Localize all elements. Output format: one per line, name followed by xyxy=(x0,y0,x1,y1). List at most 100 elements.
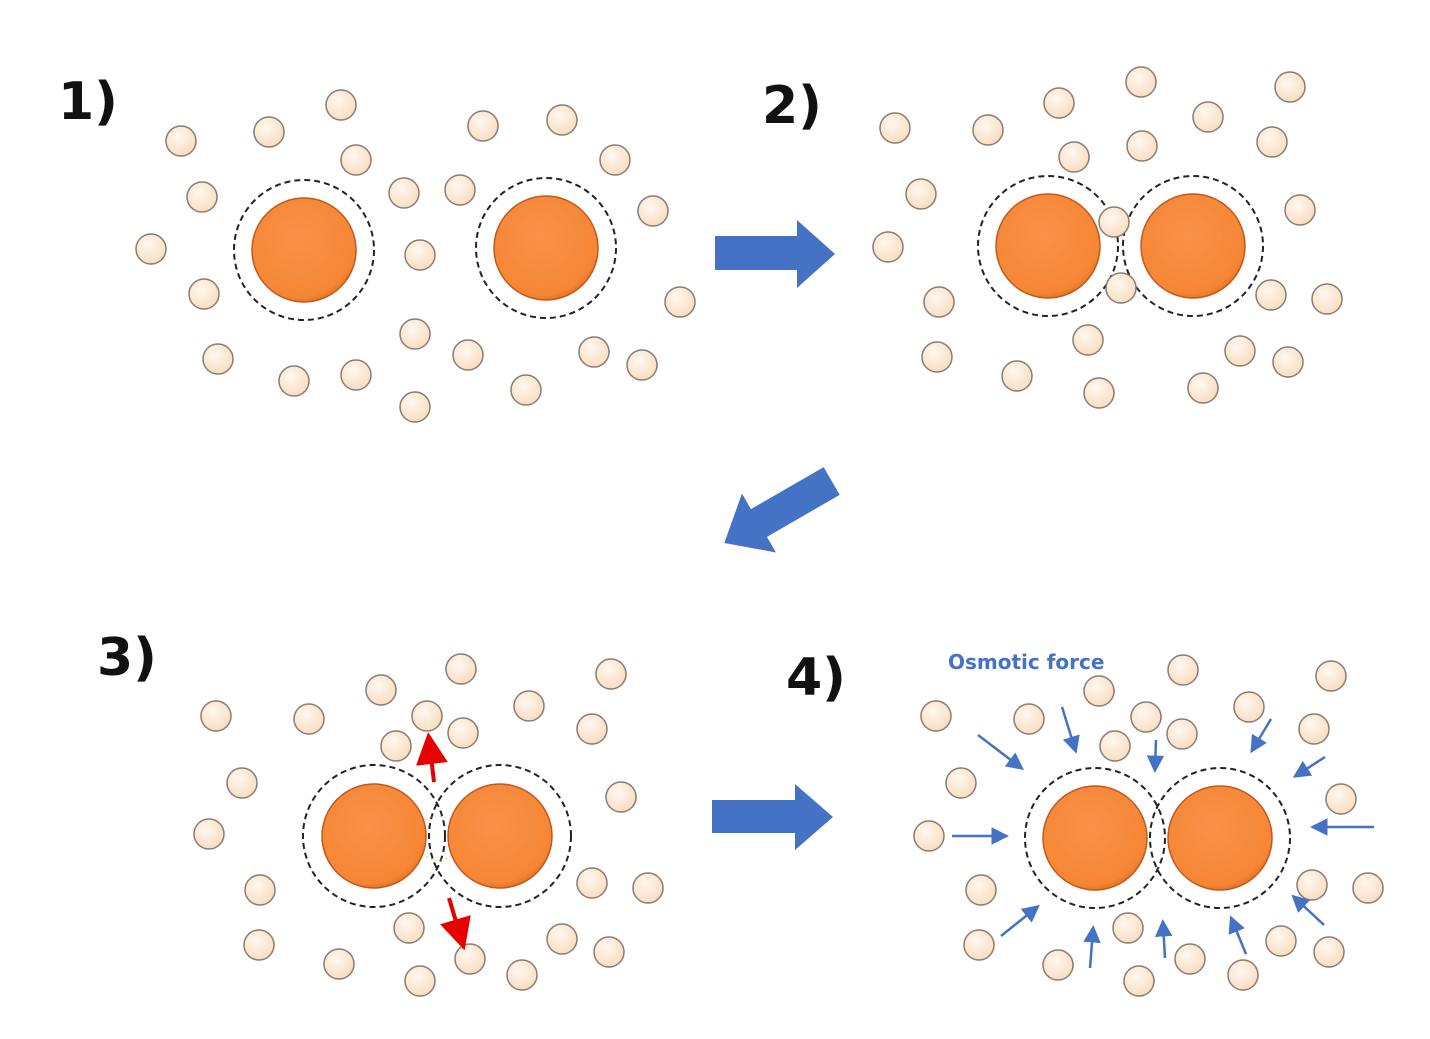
solvent-molecule xyxy=(445,653,477,685)
solvent-molecule xyxy=(340,144,372,176)
solvent-molecule xyxy=(444,174,476,206)
osmotic-force-arrow xyxy=(1060,706,1080,754)
solvent-molecule xyxy=(1167,654,1199,686)
osmotic-force-arrow xyxy=(1292,755,1326,778)
colloid-particle xyxy=(995,193,1101,299)
osmotic-force-arrow xyxy=(1250,718,1273,754)
dashed-shell xyxy=(302,764,446,908)
osmotic-force-arrow xyxy=(1291,894,1325,926)
solvent-molecule xyxy=(226,767,258,799)
solvent-molecule xyxy=(467,110,499,142)
step-arrow-shape xyxy=(724,467,840,553)
solvent-molecule xyxy=(399,318,431,350)
solvent-molecule xyxy=(879,112,911,144)
step-label-3: 3) xyxy=(97,628,157,688)
solvent-molecule xyxy=(454,943,486,975)
osmotic-force-arrow xyxy=(977,734,1024,771)
solvent-molecule xyxy=(923,286,955,318)
colloid-particle xyxy=(1042,785,1148,891)
solvent-molecule xyxy=(165,125,197,157)
solvent-molecule xyxy=(1099,730,1131,762)
solvent-molecule xyxy=(1272,346,1304,378)
solvent-molecule xyxy=(921,341,953,373)
solvent-molecule xyxy=(380,730,412,762)
solvent-molecule xyxy=(1352,872,1384,904)
solvent-molecule xyxy=(546,923,578,955)
step-label-4: 4) xyxy=(786,648,846,708)
step-label-2: 2) xyxy=(762,76,822,136)
solvent-molecule xyxy=(1083,675,1115,707)
solvent-molecule xyxy=(188,278,220,310)
solvent-molecule xyxy=(404,965,436,997)
osmotic-force-label: Osmotic force xyxy=(948,650,1105,674)
solvent-molecule xyxy=(632,872,664,904)
colloid-particle xyxy=(251,197,357,303)
step-arrow-down-left xyxy=(724,467,840,553)
solvent-molecule xyxy=(399,391,431,423)
solvent-molecule xyxy=(200,700,232,732)
solvent-molecule xyxy=(1174,943,1206,975)
osmotic-force-arrow xyxy=(1228,915,1248,955)
solvent-molecule xyxy=(595,658,627,690)
osmotic-force-arrow xyxy=(1000,904,1040,937)
displacement-arrow xyxy=(415,732,448,783)
solvent-molecule xyxy=(1313,936,1345,968)
solvent-molecule xyxy=(325,89,357,121)
solvent-molecule xyxy=(546,104,578,136)
solvent-molecule xyxy=(1298,713,1330,745)
solvent-molecule xyxy=(1130,701,1162,733)
solvent-molecule xyxy=(626,349,658,381)
solvent-molecule xyxy=(1042,949,1074,981)
solvent-molecule xyxy=(1315,660,1347,692)
dashed-shell xyxy=(977,175,1119,317)
solvent-molecule xyxy=(872,231,904,263)
solvent-molecules-layer xyxy=(135,66,1384,997)
solvent-molecule xyxy=(1098,206,1130,238)
solvent-molecule xyxy=(963,929,995,961)
solvent-molecule xyxy=(1072,324,1104,356)
solvent-molecule xyxy=(510,374,542,406)
solvent-molecule xyxy=(1112,912,1144,944)
solvent-molecule xyxy=(186,181,218,213)
solvent-molecule xyxy=(1123,965,1155,997)
solvent-molecule xyxy=(253,116,285,148)
dashed-shell xyxy=(1122,175,1264,317)
step-arrow-right xyxy=(715,220,835,288)
colloid-particle xyxy=(447,783,553,889)
dashed-shell xyxy=(233,179,375,321)
solvent-molecule xyxy=(393,912,425,944)
solvent-molecule xyxy=(1325,783,1357,815)
solvent-molecule xyxy=(1083,377,1115,409)
solvent-molecule xyxy=(576,867,608,899)
solvent-molecule xyxy=(1001,360,1033,392)
solvent-molecule xyxy=(593,936,625,968)
solvent-molecule xyxy=(365,674,397,706)
solvent-molecule xyxy=(1126,130,1158,162)
solvent-molecule xyxy=(340,359,372,391)
dashed-shell xyxy=(1149,767,1291,909)
solvent-molecule xyxy=(1284,194,1316,226)
solvent-molecule xyxy=(1187,372,1219,404)
step-arrow-right xyxy=(712,784,833,850)
dashed-shell xyxy=(475,177,617,319)
particles-layer xyxy=(251,193,1273,891)
dashed-shell xyxy=(428,764,572,908)
solvent-molecule xyxy=(506,959,538,991)
solvent-molecule xyxy=(1105,272,1137,304)
solvent-molecule xyxy=(965,874,997,906)
solvent-molecule xyxy=(1296,869,1328,901)
solvent-molecule xyxy=(193,818,225,850)
osmotic-force-arrow xyxy=(1146,739,1165,773)
solvent-molecule xyxy=(1058,141,1090,173)
osmotic-force-arrow xyxy=(1083,925,1101,969)
solvent-molecule xyxy=(1227,959,1259,991)
solvent-molecule xyxy=(243,929,275,961)
solvent-molecule xyxy=(323,948,355,980)
colloid-particle xyxy=(321,783,427,889)
solvent-molecule xyxy=(637,195,669,227)
solvent-molecule xyxy=(576,713,608,745)
solvent-molecule xyxy=(578,336,610,368)
solvent-molecule xyxy=(1125,66,1157,98)
solvent-molecule xyxy=(1013,703,1045,735)
